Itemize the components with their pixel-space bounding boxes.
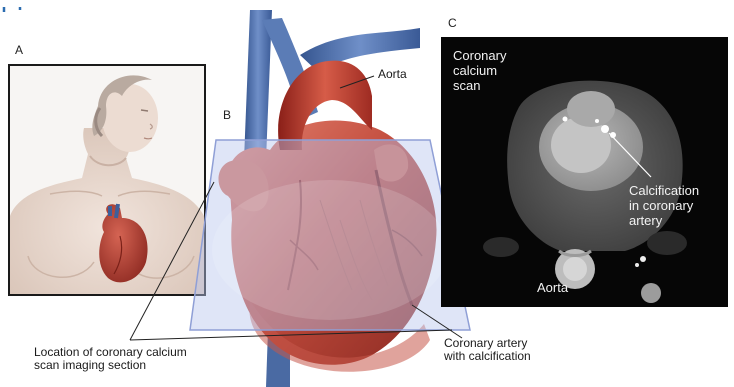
ct-title-line1: Coronary <box>453 49 506 63</box>
aorta-label: Aorta <box>378 68 407 81</box>
panel-c-ct-scan: Coronary calcium scan Calcification in c… <box>441 37 728 307</box>
ct-title-line3: scan <box>453 79 480 93</box>
calcification-label-line3: artery <box>629 214 662 228</box>
ct-aorta-label: Aorta <box>537 281 568 295</box>
coronary-artery-caption-line2: with calcification <box>444 350 531 363</box>
calcification-label-line1: Calcification <box>629 184 699 198</box>
calcification-label-line2: in coronary <box>629 199 693 213</box>
ct-title-line2: calcium <box>453 64 497 78</box>
location-caption-line2: scan imaging section <box>34 359 146 372</box>
